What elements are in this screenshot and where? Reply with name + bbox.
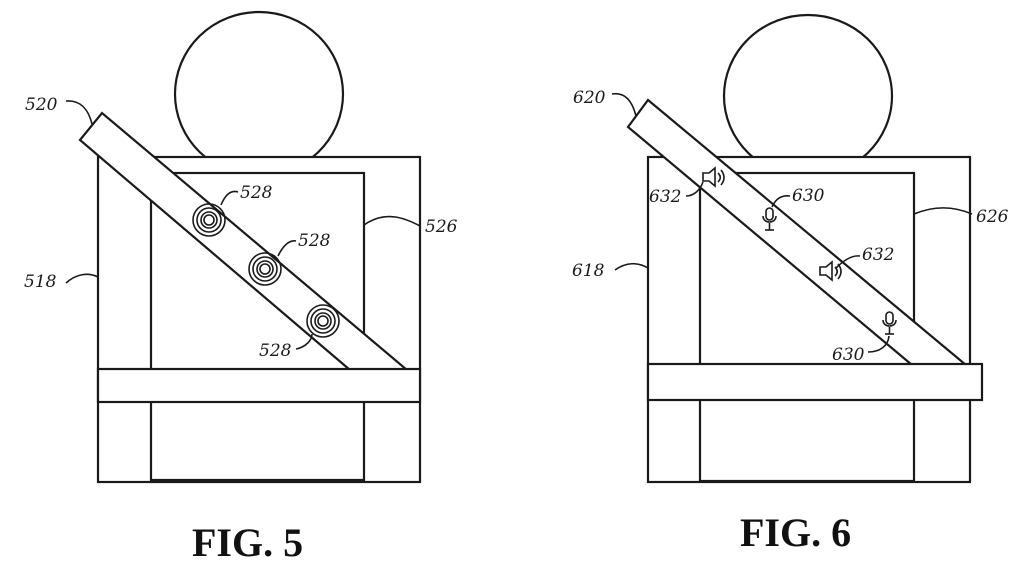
microphone-icon [762,207,777,231]
occupant-head [173,10,345,178]
speaker-icon [702,166,725,188]
microphone-icon [882,311,897,335]
ring-button-icon [306,304,340,338]
leader-belt [65,100,93,125]
seat-frame [96,155,422,484]
figure-6: 620 618 626 632 630 632 630 FIG. 6 [572,13,1009,555]
leader-belt [611,92,637,117]
leader-backrest [913,207,973,215]
ref-mic-low: 630 [832,345,865,365]
occupant-head [722,13,894,179]
ref-backrest: 626 [976,207,1009,227]
leader-button-mid [277,240,297,257]
ref-button-low: 528 [259,341,292,361]
figure-5: 520 518 526 528 528 528 FIG. 5 [24,10,458,565]
ref-speaker-mid: 632 [862,245,894,265]
ref-button-mid: 528 [298,231,331,251]
ref-belt: 520 [25,95,58,115]
leader-button-low [295,333,313,350]
ref-seat-frame: 618 [572,261,605,281]
figure-caption: FIG. 6 [740,510,851,555]
ref-speaker-top: 632 [649,187,681,207]
figure-caption: FIG. 5 [192,520,303,565]
ref-seat-frame: 518 [24,272,57,292]
leader-mic-top [771,195,791,208]
leader-speaker-top [685,181,704,197]
seat-frame [646,155,972,484]
ref-mic-top: 630 [792,186,825,206]
ref-backrest: 526 [425,217,458,237]
lap-bar [96,367,422,404]
leader-backrest [363,215,421,227]
backrest-panel [149,171,366,482]
leader-seat-frame [614,262,649,271]
ring-button-icon [248,252,282,286]
leader-speaker-mid [835,255,861,269]
leader-button-top [220,190,239,206]
ref-button-top: 528 [240,183,273,203]
lap-bar [646,362,984,402]
ref-belt: 620 [573,88,606,108]
ring-button-icon [192,203,226,237]
leader-seat-frame [65,273,99,284]
leader-mic-low [867,335,890,353]
